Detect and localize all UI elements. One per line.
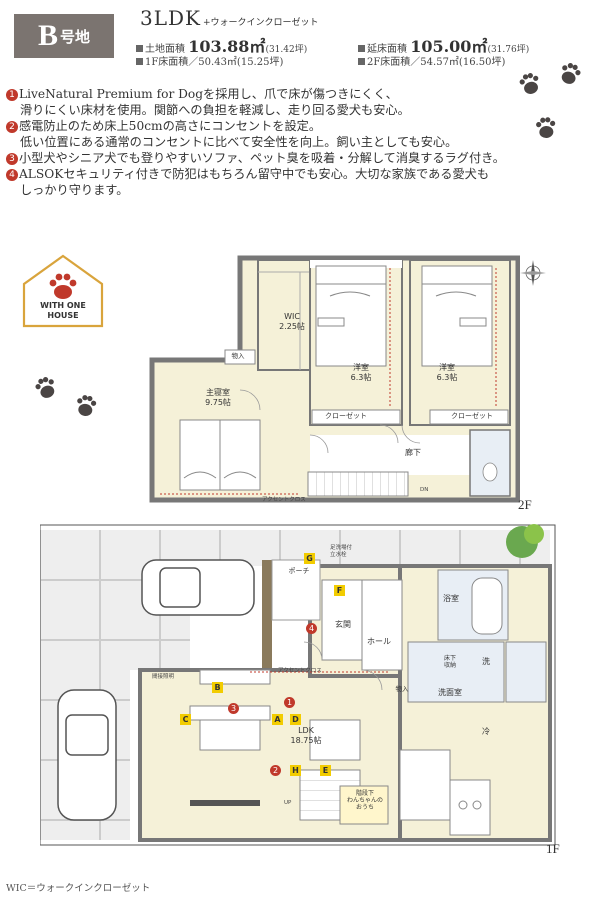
- marker-a: A: [272, 714, 283, 725]
- square-bullet-icon: [358, 45, 365, 52]
- total-floor-value: 105.00㎡: [410, 37, 488, 56]
- indirect-lighting-label: 間接照明: [152, 674, 175, 680]
- wash-label: 洗: [482, 657, 490, 666]
- bath-label: 浴室: [443, 594, 459, 603]
- marker-h: H: [290, 765, 301, 776]
- floor-plan-1f: [40, 520, 560, 850]
- square-bullet-icon: [136, 58, 143, 65]
- feature-marker-4: 4: [306, 623, 317, 634]
- feature-marker-3: 3: [228, 703, 239, 714]
- footnote: WIC＝ウォークインクローゼット: [6, 883, 151, 894]
- lot-letter: B: [37, 19, 58, 52]
- marker-d: D: [290, 714, 301, 725]
- floor-storage-label: 床下収納: [443, 655, 456, 669]
- accent-cloth-2f: アクセントクロス: [262, 497, 306, 503]
- dog-house-label: 階段下わんちゃんのおうち: [346, 790, 383, 811]
- storage-1f-label: 物入: [395, 685, 409, 693]
- marker-c: C: [180, 714, 191, 725]
- marker-g: G: [304, 553, 315, 564]
- porch-label: ポーチ: [288, 567, 310, 575]
- land-area-value: 103.88㎡: [188, 37, 266, 56]
- square-bullet-icon: [358, 58, 365, 65]
- closet-2-label: クローゼット: [451, 412, 493, 420]
- floor-1f-label: 1F: [546, 841, 560, 856]
- marker-e: E: [320, 765, 331, 776]
- feature-marker-1: 1: [284, 697, 295, 708]
- land-area: 土地面積 103.88㎡(31.42坪): [136, 33, 307, 57]
- hall-1f-label: ホール: [367, 637, 391, 646]
- storage-2f-label: 物入: [231, 352, 245, 360]
- washroom-label: 洗面室: [438, 688, 462, 697]
- floor-2f-label: 2F: [518, 497, 532, 512]
- logo-text: WITH ONE HOUSE: [40, 301, 86, 320]
- entrance-label: 玄関: [335, 620, 351, 629]
- stairs-up-label: UP: [284, 800, 292, 806]
- paw-prints-decoration: [519, 63, 581, 138]
- layout-type: 3LDK: [140, 6, 201, 30]
- hallway-label: 廊下: [405, 448, 421, 457]
- total-floor-area: 延床面積 105.00㎡(31.76坪): [358, 33, 529, 57]
- floor2-area: 2F床面積／54.57㎡(16.50坪): [358, 53, 505, 68]
- lot-badge: B 号地: [14, 14, 114, 58]
- marker-b: B: [212, 682, 223, 693]
- stairs-dn-label: DN: [420, 487, 429, 493]
- with-one-house-logo: [22, 254, 104, 328]
- floor-plan-2f: [149, 255, 520, 503]
- outdoor-faucet-label: 足洗場付立水栓: [330, 545, 353, 558]
- closet-1-label: クローゼット: [325, 412, 367, 420]
- fridge-label: 冷: [482, 727, 490, 736]
- square-bullet-icon: [136, 45, 143, 52]
- lot-suffix: 号地: [60, 27, 91, 46]
- feature-marker-2: 2: [270, 765, 281, 776]
- layout-title: 3LDK+ウォークインクローゼット: [140, 6, 319, 30]
- compass-icon: [520, 260, 546, 286]
- floor1-area: 1F床面積／50.43㎡(15.25坪): [136, 53, 283, 68]
- marker-f: F: [334, 585, 345, 596]
- layout-sub: +ウォークインクローゼット: [202, 18, 319, 28]
- paw-prints-left-decoration: [35, 377, 97, 416]
- accent-cloth-1f: アクセントクロス: [278, 668, 322, 674]
